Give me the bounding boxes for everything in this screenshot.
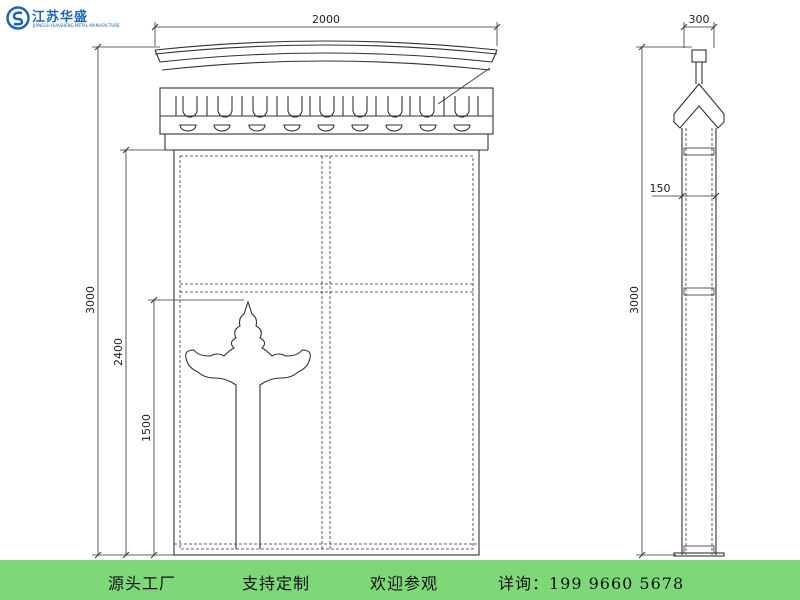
front-height-label: 3000 — [84, 286, 97, 314]
roof-top-curve — [154, 40, 498, 51]
brand-logo: 江苏华盛 JIANGSU HUASHENG METAL MANUFACTURE — [6, 4, 126, 34]
cloud-motif — [185, 300, 311, 549]
footer-item-customization: 支持定制 — [242, 574, 311, 593]
side-elevation — [636, 22, 725, 559]
front-elevation — [92, 22, 501, 559]
footer-item-source-factory: 源头工厂 — [108, 574, 177, 593]
brand-name: 江苏华盛 — [32, 10, 89, 25]
side-height-label: 3000 — [628, 286, 641, 314]
footer-item-welcome: 欢迎参观 — [370, 574, 439, 593]
side-top-width-label: 300 — [689, 13, 710, 26]
side-post-width-label: 150 — [650, 182, 671, 195]
rafter-ends — [175, 96, 479, 132]
brand-tagline: JIANGSU HUASHENG METAL MANUFACTURE — [33, 23, 120, 28]
front-mid-height-label: 2400 — [112, 338, 125, 366]
brand-mark-icon — [6, 6, 30, 30]
front-lower-height-label: 1500 — [140, 414, 153, 442]
front-width-label: 2000 — [312, 13, 340, 26]
eave-block — [159, 87, 494, 135]
footer-item-contact-phone: 详询：199 9660 5678 — [498, 574, 685, 593]
footer-banner: 源头工厂 支持定制 欢迎参观 详询：199 9660 5678 — [0, 560, 800, 600]
main-frame — [173, 149, 480, 556]
